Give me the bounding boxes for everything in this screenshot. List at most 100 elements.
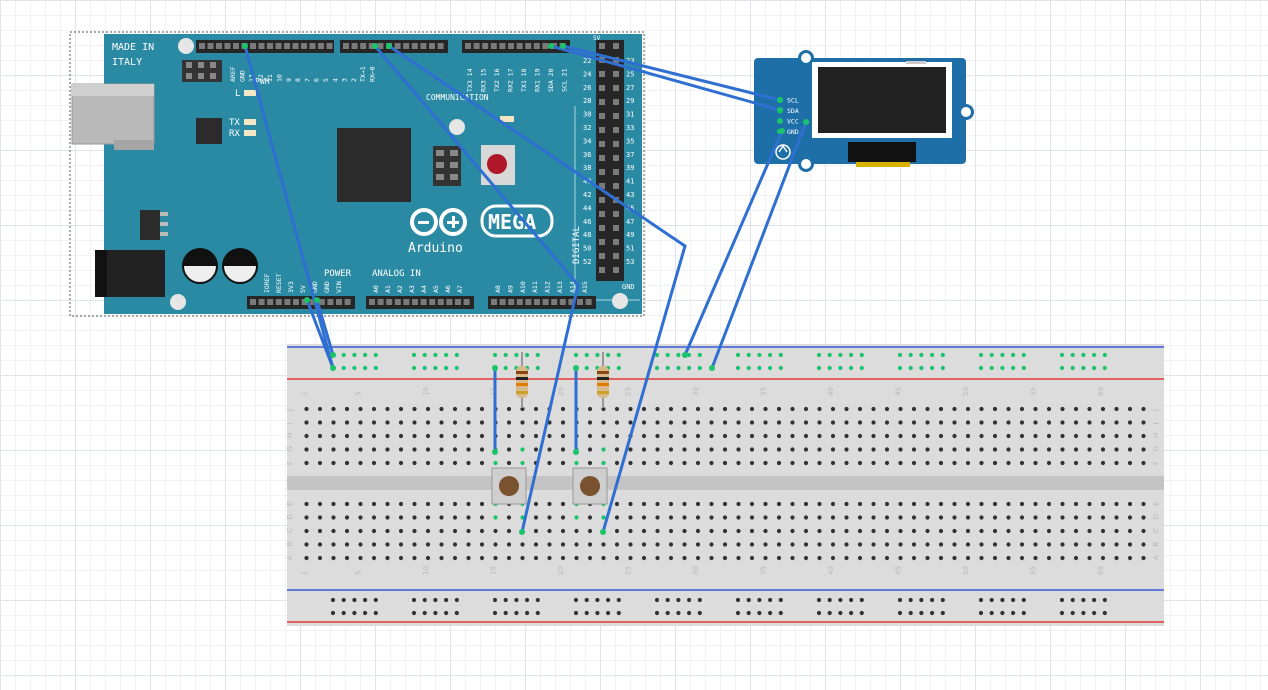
rail-hole[interactable]	[411, 597, 417, 603]
breadboard-hole[interactable]	[331, 447, 336, 452]
breadboard-hole[interactable]	[412, 542, 417, 547]
breadboard-hole[interactable]	[992, 515, 998, 520]
breadboard-hole[interactable]	[317, 542, 323, 547]
breadboard-hole[interactable]	[668, 447, 674, 452]
breadboard-hole[interactable]	[871, 420, 876, 425]
breadboard-hole[interactable]	[317, 447, 323, 452]
breadboard-hole[interactable]	[965, 515, 971, 520]
breadboard-hole[interactable]	[398, 420, 404, 425]
breadboard-hole[interactable]	[911, 528, 917, 534]
header-pin[interactable]	[599, 225, 605, 231]
breadboard-hole[interactable]	[911, 447, 917, 452]
rail-hole[interactable]	[687, 352, 692, 358]
header-pin[interactable]	[599, 197, 605, 203]
rail-hole[interactable]	[816, 352, 822, 358]
breadboard-hole[interactable]	[844, 515, 849, 520]
header-pin[interactable]	[207, 43, 214, 49]
breadboard-hole[interactable]	[898, 555, 903, 561]
breadboard-hole[interactable]	[992, 420, 998, 425]
breadboard-hole[interactable]	[1019, 555, 1025, 561]
rail-hole[interactable]	[363, 597, 368, 603]
breadboard-hole[interactable]	[844, 501, 849, 507]
breadboard-hole[interactable]	[641, 406, 647, 412]
breadboard-hole[interactable]	[614, 555, 620, 561]
rail-hole[interactable]	[838, 610, 843, 616]
rail-hole[interactable]	[1011, 610, 1016, 616]
breadboard-hole[interactable]	[425, 420, 431, 425]
breadboard-hole[interactable]	[790, 542, 795, 547]
breadboard-hole[interactable]	[817, 555, 822, 561]
rail-hole[interactable]	[606, 610, 611, 616]
rail-hole[interactable]	[1011, 597, 1016, 603]
breadboard-hole[interactable]	[709, 447, 714, 452]
breadboard-hole[interactable]	[938, 460, 944, 466]
rail-hole[interactable]	[778, 597, 783, 603]
rail-hole[interactable]	[676, 610, 681, 616]
rail-hole[interactable]	[989, 365, 994, 371]
header-pin[interactable]	[613, 253, 619, 259]
rail-hole[interactable]	[859, 365, 864, 371]
breadboard-hole[interactable]	[938, 528, 944, 534]
breadboard-hole[interactable]	[803, 447, 809, 452]
breadboard-hole[interactable]	[331, 406, 336, 412]
breadboard-hole[interactable]	[533, 447, 539, 452]
breadboard-hole[interactable]	[668, 528, 674, 534]
breadboard-hole[interactable]	[520, 542, 525, 547]
breadboard-hole[interactable]	[1060, 528, 1065, 534]
breadboard-hole[interactable]	[844, 406, 849, 412]
header-pin[interactable]	[377, 43, 384, 49]
header-pin[interactable]	[613, 211, 619, 217]
breadboard-hole[interactable]	[641, 528, 647, 534]
breadboard-hole[interactable]	[412, 406, 417, 412]
breadboard-hole[interactable]	[709, 555, 714, 561]
header-pin[interactable]	[613, 239, 619, 245]
rail-hole[interactable]	[411, 610, 417, 616]
rail-hole[interactable]	[1070, 352, 1075, 358]
rail-hole[interactable]	[768, 610, 773, 616]
breadboard-hole[interactable]	[331, 433, 336, 439]
header-pin[interactable]	[599, 141, 605, 147]
header-pin[interactable]	[463, 299, 470, 305]
rail-hole[interactable]	[341, 352, 346, 358]
rail-hole[interactable]	[978, 352, 984, 358]
breadboard-hole[interactable]	[1019, 447, 1025, 452]
breadboard-hole[interactable]	[385, 406, 390, 412]
breadboard-hole[interactable]	[385, 501, 390, 507]
breadboard-hole[interactable]	[412, 515, 417, 520]
rail-hole[interactable]	[665, 365, 670, 371]
breadboard-hole[interactable]	[1114, 515, 1119, 520]
breadboard-hole[interactable]	[560, 406, 566, 412]
breadboard-hole[interactable]	[682, 420, 687, 425]
breadboard-hole[interactable]	[695, 420, 701, 425]
breadboard-hole[interactable]	[763, 555, 768, 561]
breadboard-hole[interactable]	[1033, 406, 1038, 412]
breadboard-hole[interactable]	[398, 447, 404, 452]
header-pin[interactable]	[482, 43, 489, 49]
breadboard-hole[interactable]	[722, 501, 728, 507]
rail-hole[interactable]	[989, 610, 994, 616]
rail-hole[interactable]	[746, 610, 751, 616]
breadboard-hole[interactable]	[452, 406, 458, 412]
rail-hole[interactable]	[838, 365, 843, 371]
breadboard-hole[interactable]	[925, 420, 930, 425]
breadboard-hole[interactable]	[898, 542, 903, 547]
rail-hole[interactable]	[897, 352, 903, 358]
breadboard-hole[interactable]	[763, 420, 768, 425]
rail-hole[interactable]	[433, 365, 438, 371]
breadboard-hole[interactable]	[371, 515, 377, 520]
header-pin[interactable]	[542, 43, 549, 49]
breadboard-hole[interactable]	[371, 420, 377, 425]
rail-hole[interactable]	[746, 365, 751, 371]
breadboard-hole[interactable]	[655, 460, 660, 466]
breadboard-hole[interactable]	[1073, 433, 1079, 439]
breadboard-hole[interactable]	[1006, 515, 1011, 520]
breadboard-hole[interactable]	[1141, 515, 1146, 520]
rail-hole[interactable]	[1021, 365, 1026, 371]
breadboard-hole[interactable]	[1087, 420, 1092, 425]
rail-hole[interactable]	[1081, 597, 1086, 603]
rail-hole[interactable]	[1081, 365, 1086, 371]
breadboard-hole[interactable]	[547, 542, 552, 547]
breadboard-hole[interactable]	[439, 501, 444, 507]
breadboard-hole[interactable]	[1046, 420, 1052, 425]
breadboard-hole[interactable]	[385, 528, 390, 534]
